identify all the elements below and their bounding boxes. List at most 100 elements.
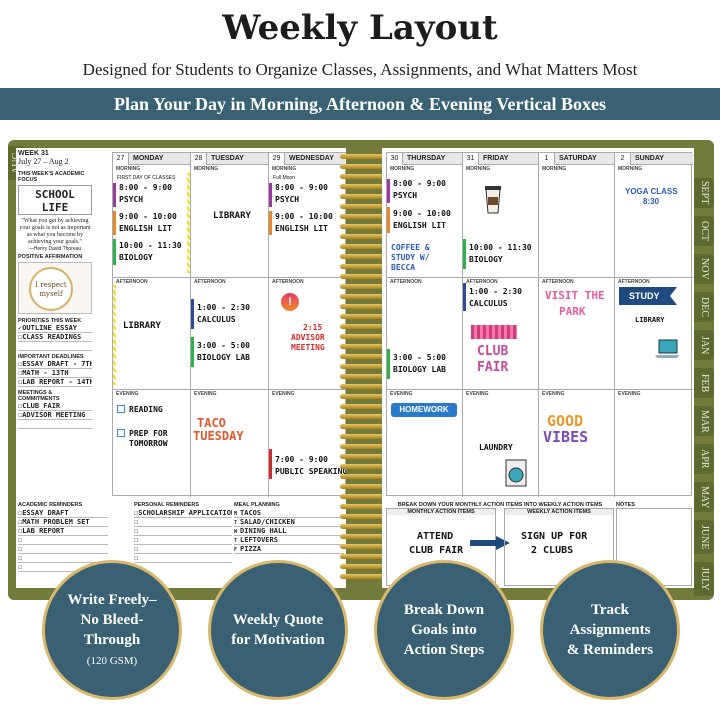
meal-value: LEFTOVERS [240, 536, 278, 544]
divider [190, 153, 191, 497]
reminder-item[interactable]: ☐SCHOLARSHIP APPLICATIONS [134, 509, 232, 518]
afternoon-label: AFTERNOON [272, 279, 304, 285]
monthly-label: MONTHLY ACTION ITEMS [387, 509, 495, 515]
banner: Plan Your Day in Morning, Afternoon & Ev… [0, 88, 720, 120]
event-time: 8:00 - 9:00 [275, 183, 328, 192]
divider [113, 389, 346, 390]
color-tab [269, 211, 272, 235]
divider [113, 277, 346, 278]
month-tab[interactable]: DEC [694, 292, 714, 322]
reminder-item[interactable]: ☐ESSAY DRAFT [18, 509, 108, 518]
day-note: Full Moon [273, 175, 295, 181]
month-tab[interactable]: OCT [694, 216, 714, 246]
feature-line: Assignments [569, 622, 651, 638]
event-title: CALCULUS [469, 299, 508, 308]
affirmation-badge: I respect myself [29, 267, 73, 311]
evening-label: EVENING [194, 391, 217, 397]
event-time: 8:00 - 9:00 [393, 179, 446, 188]
weekly-item: SIGN UP FOR [521, 531, 588, 542]
event-title: ENGLISH LIT [119, 224, 172, 233]
meetings-label: MEETINGS & COMMITMENTS [18, 390, 60, 402]
affirmation-box[interactable]: I respect myself [18, 262, 92, 314]
event-time: 10:00 - 11:30 [119, 241, 182, 250]
color-tab [463, 239, 466, 269]
priorities-label: PRIORITIES THIS WEEK [18, 318, 82, 324]
meeting-item[interactable]: ☐CLUB FAIR [18, 402, 92, 411]
color-tab [269, 449, 272, 479]
meal-value: DINING HALL [240, 527, 287, 535]
day-number: 28 [191, 153, 207, 165]
reminder-item[interactable]: ☐ [18, 545, 108, 554]
reminder-item[interactable]: ☐ [134, 536, 232, 545]
event-title: ENGLISH LIT [393, 221, 446, 230]
event-title: PSYCH [393, 191, 418, 200]
deadline-item[interactable]: ☐ESSAY DRAFT - 7TH [18, 360, 92, 369]
month-tab[interactable]: SEPT [694, 178, 714, 208]
alert-icon: ! [281, 293, 299, 311]
reminder-item[interactable]: ☐ [18, 563, 108, 572]
reminder-item[interactable]: ☐ [18, 536, 108, 545]
event-title: STUDY W/ [391, 253, 430, 262]
meal-day: W [234, 529, 238, 535]
deadline-item[interactable]: ☐MATH - 13TH [18, 369, 92, 378]
priority-item[interactable]: ☐CLASS READINGS [18, 333, 92, 342]
month-tab[interactable]: MAY [694, 482, 714, 512]
feature-line: & Reminders [566, 642, 654, 658]
reminder-item[interactable]: ☐ [134, 554, 232, 563]
event-title: ENGLISH LIT [275, 224, 328, 233]
color-tab [387, 179, 390, 203]
deadline-item[interactable]: ☐LAB REPORT - 14TH [18, 378, 92, 387]
reminder-item[interactable]: ☐ [134, 518, 232, 527]
event-time: 2:15 [303, 323, 323, 332]
checkbox-icon[interactable] [117, 429, 125, 437]
sticker-text: VIBES [543, 428, 589, 446]
meal-value: SALAD/CHICKEN [240, 518, 295, 526]
reminder-item[interactable]: ☐LAB REPORT [18, 527, 108, 536]
focus-box[interactable]: SCHOOL LIFE [18, 185, 92, 215]
meal-day: T [234, 538, 238, 544]
monthly-item: CLUB FAIR [409, 545, 464, 556]
meeting-item[interactable]: ☐ADVISOR MEETING [18, 411, 92, 420]
page-subtitle: Designed for Students to Organize Classe… [82, 60, 638, 79]
checkbox-icon[interactable] [117, 405, 125, 413]
day-name: FRIDAY [483, 155, 509, 162]
priority-item[interactable]: ✓OUTLINE ESSAY [18, 324, 92, 333]
month-tab[interactable]: JULY [694, 562, 714, 596]
academic-reminders-label: ACADEMIC REMINDERS [18, 502, 83, 508]
event-time: 1:00 - 2:30 [197, 303, 250, 312]
month-tabs: SEPT OCT NOV DEC JAN FEB MAR APR MAY JUN… [694, 178, 714, 598]
reminder-item[interactable]: ☐ [18, 554, 108, 563]
event-time: 8:00 - 9:00 [119, 183, 172, 192]
meal-value: TACOS [240, 509, 262, 517]
color-tab [387, 349, 390, 379]
priority-item[interactable] [18, 342, 92, 351]
afternoon-label: AFTERNOON [116, 279, 148, 285]
reminder-item[interactable]: ☐ [134, 545, 232, 554]
month-tab[interactable]: MAR [694, 406, 714, 436]
month-tab[interactable]: JAN [694, 330, 714, 360]
event-title: LIBRARY [123, 321, 161, 331]
feature-line: No Bleed-Through [80, 611, 144, 648]
month-tab[interactable]: APR [694, 444, 714, 474]
month-tab[interactable]: JUNE [694, 520, 714, 554]
academic-reminders: ACADEMIC REMINDERS ☐ESSAY DRAFT ☐MATH PR… [18, 500, 108, 572]
meal-planning-label: MEAL PLANNING [234, 502, 280, 508]
divider [614, 153, 615, 497]
month-tab[interactable]: FEB [694, 368, 714, 398]
sticker-text: FAIR [477, 360, 509, 375]
reminder-item[interactable]: ☐MATH PROBLEM SET [18, 518, 108, 527]
feature-line: Goals into [411, 622, 477, 638]
feature-line: Break Down [403, 602, 485, 618]
reminder-item[interactable]: ☐ [134, 527, 232, 536]
focus-line: SCHOOL [35, 188, 75, 201]
meeting-item[interactable] [18, 420, 92, 429]
weekly-quote: "What you get by achieving your goals is… [19, 218, 91, 245]
feature-line: for Motivation [231, 632, 325, 648]
month-tab[interactable]: NOV [694, 254, 714, 284]
